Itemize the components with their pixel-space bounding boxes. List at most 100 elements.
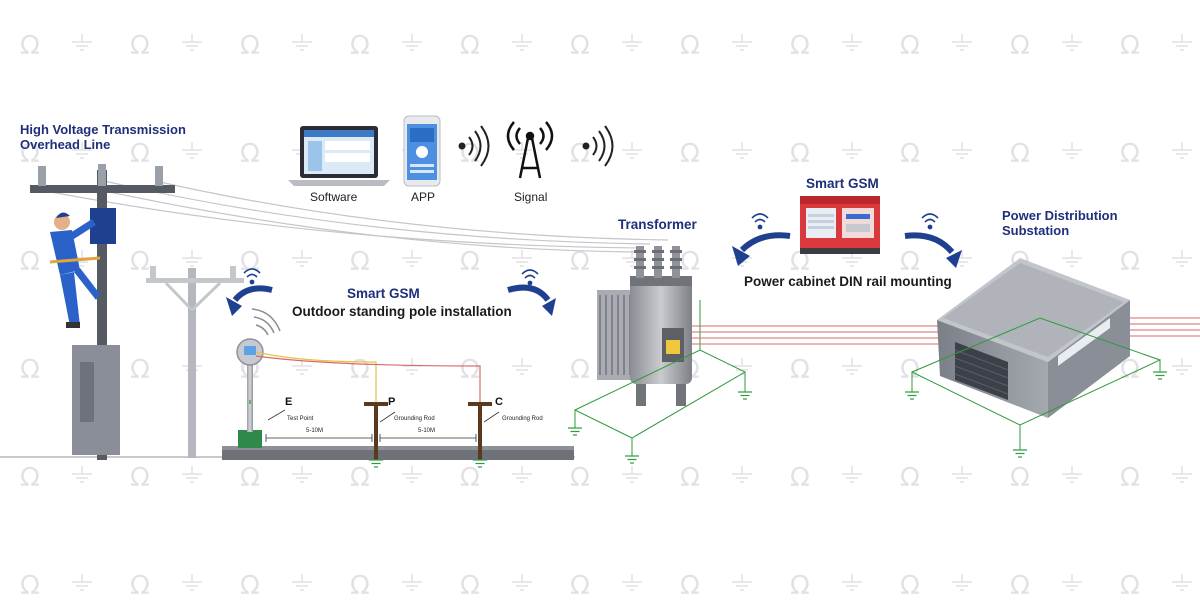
omega-icon: Ω bbox=[460, 31, 480, 61]
ground-icon bbox=[622, 574, 642, 591]
omega-icon: Ω bbox=[130, 355, 150, 385]
ground-icon bbox=[732, 358, 752, 375]
earth-ground-icon bbox=[568, 427, 582, 436]
transformer-ground-grid bbox=[573, 300, 747, 456]
omega-icon: Ω bbox=[350, 463, 370, 493]
omega-icon: Ω bbox=[680, 463, 700, 493]
distance-label-1: 5-10M bbox=[306, 428, 324, 434]
omega-icon: Ω bbox=[130, 571, 150, 600]
gsm-pole-device-icon bbox=[236, 338, 264, 448]
label-din-rail: Power cabinet DIN rail mounting bbox=[744, 274, 952, 289]
ground-icon bbox=[402, 466, 422, 483]
ground-icon bbox=[1062, 574, 1082, 591]
omega-icon: Ω bbox=[240, 31, 260, 61]
omega-icon: Ω bbox=[680, 139, 700, 169]
omega-icon: Ω bbox=[570, 571, 590, 600]
ground-icon bbox=[292, 34, 312, 51]
electrode-e-letter: E bbox=[285, 396, 293, 408]
ground-icon bbox=[1172, 34, 1192, 51]
ground-icon bbox=[622, 466, 642, 483]
ground-icon bbox=[1172, 466, 1192, 483]
omega-icon: Ω bbox=[790, 247, 810, 277]
ground-icon bbox=[72, 574, 92, 591]
ground-icon bbox=[1172, 142, 1192, 159]
label-signal: Signal bbox=[514, 190, 548, 204]
curved-arrow-right-icon-2 bbox=[904, 232, 962, 268]
ground-icon bbox=[72, 34, 92, 51]
ground-icon bbox=[732, 142, 752, 159]
wifi-icon-2 bbox=[521, 269, 539, 286]
omega-icon: Ω bbox=[680, 247, 700, 277]
omega-icon: Ω bbox=[900, 139, 920, 169]
omega-icon: Ω bbox=[570, 247, 590, 277]
omega-icon: Ω bbox=[350, 571, 370, 600]
ground-icon bbox=[512, 358, 532, 375]
electrode-p-label: Grounding Rod bbox=[394, 416, 435, 422]
earth-ground-icon bbox=[473, 459, 487, 468]
omega-icon: Ω bbox=[1120, 247, 1140, 277]
omega-icon: Ω bbox=[20, 463, 40, 493]
electrode-c-label: Grounding Rod bbox=[502, 416, 543, 422]
wifi-icon bbox=[243, 268, 261, 285]
yellow-lead bbox=[255, 351, 377, 403]
omega-icon: Ω bbox=[900, 31, 920, 61]
ground-icon bbox=[732, 574, 752, 591]
ground-icon bbox=[72, 466, 92, 483]
radio-tower-icon bbox=[506, 121, 554, 179]
substation-building-icon bbox=[937, 258, 1130, 418]
ground-icon bbox=[1062, 466, 1082, 483]
omega-icon: Ω bbox=[240, 139, 260, 169]
omega-icon: Ω bbox=[130, 247, 150, 277]
transformer-icon bbox=[597, 246, 692, 406]
laptop-icon bbox=[288, 126, 390, 186]
ground-icon bbox=[292, 358, 312, 375]
omega-icon: Ω bbox=[130, 139, 150, 169]
lineman-worker-icon bbox=[49, 212, 101, 328]
ground-icon bbox=[512, 574, 532, 591]
substation-ground-grid bbox=[910, 317, 1162, 450]
electrode-p-icon bbox=[364, 402, 396, 460]
din-rail-gsm-device-icon bbox=[800, 196, 880, 254]
electrode-p-letter: P bbox=[388, 396, 396, 408]
electrode-e-label: Test Point bbox=[287, 416, 314, 422]
omega-icon: Ω bbox=[900, 463, 920, 493]
wireless-waves-icon bbox=[458, 125, 490, 167]
omega-icon: Ω bbox=[900, 355, 920, 385]
omega-icon: Ω bbox=[1010, 139, 1030, 169]
omega-icon: Ω bbox=[460, 571, 480, 600]
ground-icon bbox=[402, 34, 422, 51]
omega-icon: Ω bbox=[20, 247, 40, 277]
omega-icon: Ω bbox=[130, 31, 150, 61]
label-transmission-line: High Voltage Transmission Overhead Line bbox=[20, 122, 186, 152]
omega-icon: Ω bbox=[1010, 31, 1030, 61]
omega-icon: Ω bbox=[1120, 139, 1140, 169]
earth-ground-icon bbox=[625, 455, 639, 464]
ground-icon bbox=[1062, 34, 1082, 51]
omega-icon: Ω bbox=[20, 31, 40, 61]
omega-icon: Ω bbox=[900, 571, 920, 600]
omega-icon: Ω bbox=[900, 247, 920, 277]
omega-icon: Ω bbox=[1120, 571, 1140, 600]
wifi-icon-3 bbox=[751, 213, 769, 230]
ground-icon bbox=[622, 142, 642, 159]
ground-icon bbox=[402, 574, 422, 591]
label-software: Software bbox=[310, 190, 358, 204]
omega-icon: Ω bbox=[570, 463, 590, 493]
ground-icon bbox=[842, 574, 862, 591]
distribution-pole-icon bbox=[146, 266, 244, 458]
label-substation: Power Distribution Substation bbox=[1002, 208, 1118, 238]
ground-icon bbox=[732, 466, 752, 483]
earth-ground-icon bbox=[1013, 449, 1027, 458]
omega-icon: Ω bbox=[240, 247, 260, 277]
omega-icon: Ω bbox=[240, 463, 260, 493]
omega-icon: Ω bbox=[1010, 463, 1030, 493]
earth-ground-icon bbox=[905, 391, 919, 400]
wireless-waves-icon-3 bbox=[251, 308, 281, 336]
ground-icon bbox=[182, 574, 202, 591]
label-transformer: Transformer bbox=[618, 217, 697, 232]
ground-icon bbox=[512, 466, 532, 483]
omega-icon: Ω bbox=[1120, 31, 1140, 61]
ground-icon bbox=[842, 34, 862, 51]
omega-icon: Ω bbox=[20, 139, 40, 169]
